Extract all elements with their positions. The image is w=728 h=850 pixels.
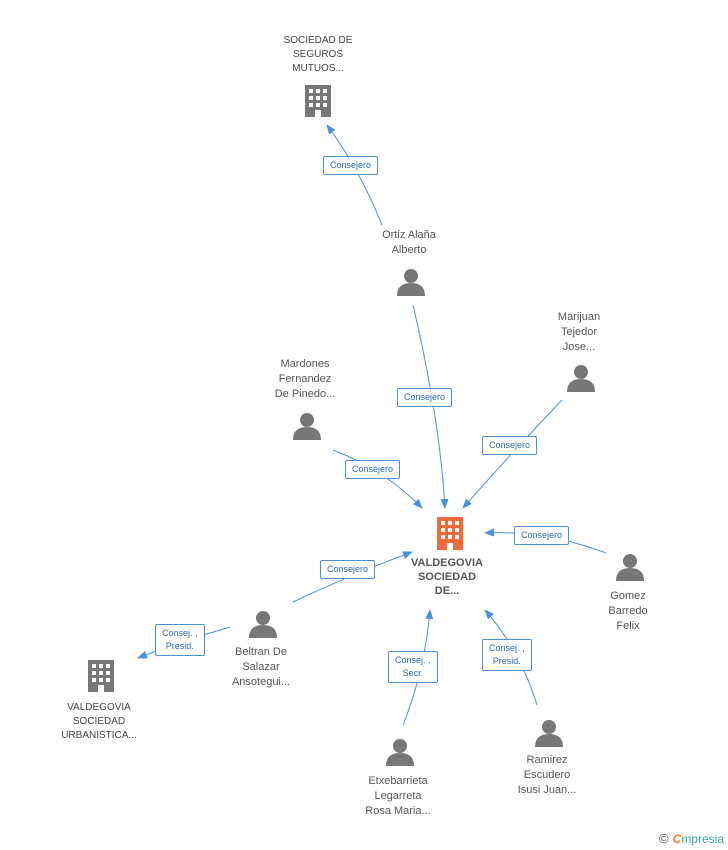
node-label-line: Fernandez xyxy=(278,373,332,385)
person-icon[interactable] xyxy=(397,269,425,296)
node-label-line: Felix xyxy=(616,620,640,632)
person-icon[interactable] xyxy=(567,365,595,392)
company-building-icon[interactable] xyxy=(88,660,114,692)
node-label-line: Ansotegui... xyxy=(231,676,291,688)
node-label-ortiz[interactable]: Ortiz Alaña Alberto xyxy=(349,228,469,258)
node-label-line: MUTUOS... xyxy=(292,63,344,74)
edge-label-line: Consejero xyxy=(327,564,369,574)
node-label-line: Mardones xyxy=(280,358,330,370)
node-label-gomez[interactable]: Gomez Barredo Felix xyxy=(568,589,688,634)
node-label-line: Ortiz Alaña xyxy=(382,229,436,241)
node-label-center[interactable]: VALDEGOVIA SOCIEDAD DE... xyxy=(387,556,507,598)
node-label-urbanistica[interactable]: VALDEGOVIA SOCIEDAD URBANISTICA... xyxy=(39,701,159,743)
edge-ortiz-seguros xyxy=(326,124,383,226)
node-label-line: Gomez xyxy=(610,590,646,602)
edge-label-gomez-center[interactable]: Consejero xyxy=(514,526,570,545)
person-icon[interactable] xyxy=(293,413,321,440)
node-label-line: SOCIEDAD xyxy=(417,571,477,583)
node-label-line: Salazar xyxy=(242,661,280,673)
node-label-line: Barredo xyxy=(608,605,648,617)
edge-label-line: Consejero xyxy=(352,464,394,474)
node-label-line: Legarreta xyxy=(374,790,422,802)
node-label-line: Beltran De xyxy=(235,646,287,658)
node-label-etxebarrieta[interactable]: Etxebarrieta Legarreta Rosa Maria... xyxy=(338,774,458,819)
node-label-line: De Pinedo... xyxy=(274,388,336,400)
edge-label-line: Presid. xyxy=(492,656,521,666)
edge-label-line: Consej. , xyxy=(162,628,198,638)
edge-ortiz-center xyxy=(412,304,449,509)
empresia-watermark: ©Cmpresia xyxy=(659,831,724,846)
node-label-line: Alberto xyxy=(391,244,427,256)
edge-label-etxebarrieta-center[interactable]: Consej. , Secr. xyxy=(388,651,438,683)
node-label-line: DE... xyxy=(434,585,460,597)
node-label-line: Rosa Maria... xyxy=(365,805,431,817)
edge-label-line: Consejero xyxy=(330,160,372,170)
company-building-icon[interactable] xyxy=(305,85,331,117)
node-label-line: Ramirez xyxy=(526,754,568,766)
node-label-beltran[interactable]: Beltran De Salazar Ansotegui... xyxy=(201,645,321,690)
node-label-line: SOCIEDAD DE xyxy=(283,35,353,46)
center-company-building-icon[interactable] xyxy=(437,517,463,550)
node-label-line: VALDEGOVIA xyxy=(67,702,131,713)
edge-label-line: Presid. xyxy=(165,641,194,651)
edge-label-line: Secr. xyxy=(402,668,424,678)
node-label-line: Isusi Juan... xyxy=(517,784,577,796)
brand-initial: C xyxy=(672,832,682,846)
node-label-line: Marijuan xyxy=(557,311,601,323)
edge-label-line: Consejero xyxy=(489,440,531,450)
person-icon[interactable] xyxy=(386,739,414,766)
edge-label-beltran-center[interactable]: Consejero xyxy=(320,560,376,579)
person-icon[interactable] xyxy=(616,554,644,581)
edge-label-ramirez-center[interactable]: Consej. , Presid. xyxy=(482,639,532,671)
copyright-symbol: © xyxy=(659,831,669,846)
person-icon[interactable] xyxy=(249,611,277,638)
edge-label-mardones-center[interactable]: Consejero xyxy=(345,460,401,479)
edge-label-line: Consej. , xyxy=(489,643,525,653)
node-label-marijuan[interactable]: Marijuan Tejedor Jose... xyxy=(519,310,639,355)
node-label-line: Tejedor xyxy=(560,326,598,338)
brand-name: mpresia xyxy=(681,832,724,846)
node-label-line: VALDEGOVIA xyxy=(411,557,483,569)
node-label-seguros[interactable]: SOCIEDAD DE SEGUROS MUTUOS... xyxy=(258,34,378,76)
edge-label-line: Consejero xyxy=(521,530,563,540)
node-label-line: Jose... xyxy=(562,341,596,353)
edge-label-line: Consejero xyxy=(404,392,446,402)
node-label-line: Etxebarrieta xyxy=(368,775,428,787)
edge-marijuan-center xyxy=(462,399,563,509)
node-label-line: SOCIEDAD xyxy=(72,716,126,727)
person-icon[interactable] xyxy=(535,720,563,747)
edge-label-ortiz-seguros[interactable]: Consejero xyxy=(323,156,379,175)
edge-label-ortiz-center[interactable]: Consejero xyxy=(397,388,453,407)
edge-mardones-center xyxy=(332,449,423,509)
edge-label-beltran-urbanistica[interactable]: Consej. , Presid. xyxy=(155,624,205,656)
edge-label-marijuan-center[interactable]: Consejero xyxy=(482,436,538,455)
edge-label-line: Consej. , xyxy=(395,655,431,665)
node-label-line: URBANISTICA... xyxy=(61,730,137,741)
node-label-ramirez[interactable]: Ramirez Escudero Isusi Juan... xyxy=(487,753,607,798)
node-label-mardones[interactable]: Mardones Fernandez De Pinedo... xyxy=(245,357,365,402)
node-label-line: Escudero xyxy=(523,769,571,781)
node-label-line: SEGUROS xyxy=(292,49,343,60)
